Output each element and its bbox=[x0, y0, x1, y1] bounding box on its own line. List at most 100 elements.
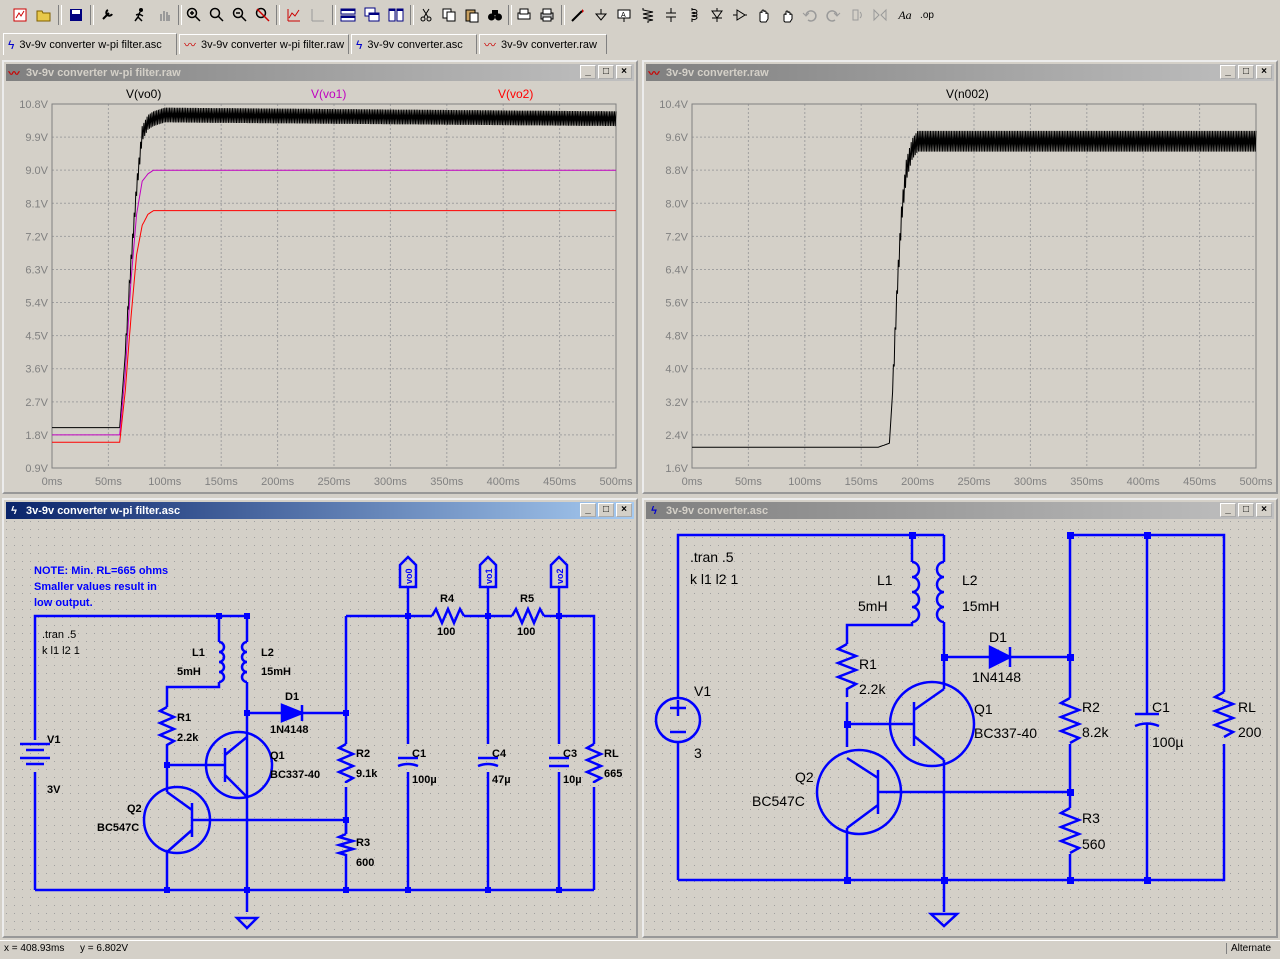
d1-label[interactable]: D1 bbox=[989, 629, 1007, 645]
resistor-r1[interactable] bbox=[156, 705, 178, 747]
r2-label[interactable]: R2 bbox=[356, 748, 370, 760]
tab-raw1[interactable]: 〰3v-9v converter w-pi filter.raw bbox=[179, 34, 349, 54]
schematic-canvas-1[interactable]: NOTE: Min. RL=665 ohms Smaller values re… bbox=[6, 521, 634, 936]
r2-value[interactable]: 8.2k bbox=[1082, 724, 1109, 740]
trace-label-n002[interactable]: V(n002) bbox=[946, 87, 989, 101]
net-flag-vo2[interactable] bbox=[549, 555, 569, 589]
minimize-button[interactable]: _ bbox=[1220, 503, 1236, 517]
transistor-q2[interactable] bbox=[815, 748, 903, 836]
r5-label[interactable]: R5 bbox=[520, 593, 534, 605]
r3-value[interactable]: 560 bbox=[1082, 836, 1106, 852]
rl-label[interactable]: RL bbox=[604, 748, 619, 760]
r2-value[interactable]: 9.1k bbox=[356, 768, 378, 780]
r4-label[interactable]: R4 bbox=[440, 593, 455, 605]
save-icon[interactable] bbox=[66, 5, 86, 25]
net-flag-vo0[interactable] bbox=[398, 555, 418, 589]
v1-label[interactable]: V1 bbox=[694, 683, 711, 699]
net-label-vo2[interactable]: vo2 bbox=[555, 568, 565, 584]
q1-value[interactable]: BC337-40 bbox=[270, 769, 320, 781]
diode-d1[interactable] bbox=[988, 644, 1013, 670]
directive-k[interactable]: k l1 l2 1 bbox=[690, 571, 738, 587]
close-button[interactable]: × bbox=[1256, 503, 1272, 517]
inductor-l1[interactable] bbox=[911, 560, 921, 624]
l1-value[interactable]: 5mH bbox=[858, 598, 888, 614]
r2-label[interactable]: R2 bbox=[1082, 699, 1100, 715]
q1-value[interactable]: BC337-40 bbox=[974, 725, 1037, 741]
l1-label[interactable]: L1 bbox=[192, 647, 205, 659]
trace-label-vo0[interactable]: V(vo0) bbox=[126, 87, 161, 101]
trace-label-vo2[interactable]: V(vo2) bbox=[498, 87, 533, 101]
resistor-rl[interactable] bbox=[583, 742, 605, 784]
inductor-l2[interactable] bbox=[240, 640, 248, 684]
directive-tran[interactable]: .tran .5 bbox=[42, 629, 76, 641]
rl-value[interactable]: 200 bbox=[1238, 724, 1262, 740]
resistor-rl[interactable] bbox=[1211, 690, 1237, 739]
l1-wire[interactable] bbox=[845, 535, 914, 644]
l1-label[interactable]: L1 bbox=[877, 572, 893, 588]
move-icon[interactable] bbox=[753, 5, 773, 25]
r1-value[interactable]: 2.2k bbox=[177, 732, 199, 744]
new-schematic-icon[interactable] bbox=[10, 5, 30, 25]
ground-rl-wire[interactable] bbox=[678, 533, 1226, 882]
minimize-button[interactable]: _ bbox=[580, 65, 596, 79]
schematic-window-1[interactable]: ϟ 3v-9v converter w-pi filter.asc _ □ × bbox=[2, 498, 638, 938]
battery-v1[interactable] bbox=[20, 742, 50, 766]
diode-icon[interactable] bbox=[707, 5, 727, 25]
capacitor-c1[interactable] bbox=[1134, 708, 1160, 742]
label-icon[interactable]: A bbox=[614, 5, 634, 25]
mirror-icon[interactable] bbox=[870, 5, 890, 25]
note-line-3[interactable]: low output. bbox=[34, 597, 93, 609]
supply-wire[interactable] bbox=[676, 533, 944, 880]
note-line-2[interactable]: Smaller values result in bbox=[34, 581, 157, 593]
schematic-pane[interactable]: NOTE: Min. RL=665 ohms Smaller values re… bbox=[6, 521, 634, 936]
rl-value[interactable]: 665 bbox=[604, 768, 622, 780]
waveform-plot-2[interactable]: 10.4V9.6V8.8V8.0V7.2V6.4V5.6V4.8V4.0V3.2… bbox=[646, 83, 1274, 492]
inductor-l2[interactable] bbox=[935, 560, 945, 624]
drag-icon[interactable] bbox=[777, 5, 797, 25]
trace-label-vo1[interactable]: V(vo1) bbox=[311, 87, 346, 101]
inductor-icon[interactable] bbox=[684, 5, 704, 25]
title-bar[interactable]: 〰 3v-9v converter.raw _ □ × bbox=[646, 64, 1274, 81]
inductor-l1[interactable] bbox=[218, 640, 226, 684]
voltage-source-v1[interactable] bbox=[654, 696, 702, 744]
r1-value[interactable]: 2.2k bbox=[859, 681, 886, 697]
resistor-r3[interactable] bbox=[334, 832, 358, 857]
c1-label[interactable]: C1 bbox=[412, 748, 426, 760]
c1-value[interactable]: 100µ bbox=[1152, 734, 1183, 750]
tile-horizontal-icon[interactable] bbox=[338, 5, 358, 25]
resistor-icon[interactable] bbox=[638, 5, 658, 25]
zoom-in-icon[interactable] bbox=[184, 5, 204, 25]
trace-vvo2[interactable] bbox=[52, 210, 616, 443]
ground-symbol[interactable] bbox=[927, 912, 961, 928]
r1-label[interactable]: R1 bbox=[859, 656, 877, 672]
maximize-button[interactable]: □ bbox=[1238, 503, 1254, 517]
v1-label[interactable]: V1 bbox=[47, 734, 60, 746]
net-flag-vo1[interactable] bbox=[478, 555, 498, 589]
component-icon[interactable] bbox=[730, 5, 750, 25]
q2-value[interactable]: BC547C bbox=[752, 793, 805, 809]
diode-d1[interactable] bbox=[280, 703, 306, 723]
minimize-button[interactable]: _ bbox=[580, 503, 596, 517]
net-label-vo0[interactable]: vo0 bbox=[404, 568, 414, 584]
close-button[interactable]: × bbox=[616, 65, 632, 79]
l2-label[interactable]: L2 bbox=[962, 572, 978, 588]
title-bar[interactable]: ϟ 3v-9v converter.asc _ □ × bbox=[646, 502, 1274, 519]
undo-icon[interactable] bbox=[800, 5, 820, 25]
capacitor-c4[interactable] bbox=[477, 756, 499, 768]
halt-icon[interactable] bbox=[154, 5, 174, 25]
r3-label[interactable]: R3 bbox=[356, 837, 370, 849]
q1-label[interactable]: Q1 bbox=[270, 750, 285, 762]
control-panel-icon[interactable] bbox=[98, 5, 118, 25]
capacitor-c3[interactable] bbox=[549, 756, 569, 768]
schematic-pane[interactable]: .tran .5 k l1 l2 1 V1 3 L1 5mH L2 15mH D… bbox=[646, 521, 1274, 936]
maximize-button[interactable]: □ bbox=[598, 503, 614, 517]
c4-value[interactable]: 47µ bbox=[492, 774, 511, 786]
tab-raw2[interactable]: 〰3v-9v converter.raw bbox=[479, 34, 607, 54]
r1-label[interactable]: R1 bbox=[177, 712, 191, 724]
maximize-button[interactable]: □ bbox=[598, 65, 614, 79]
redo-icon[interactable] bbox=[823, 5, 843, 25]
directive-tran[interactable]: .tran .5 bbox=[690, 549, 734, 565]
